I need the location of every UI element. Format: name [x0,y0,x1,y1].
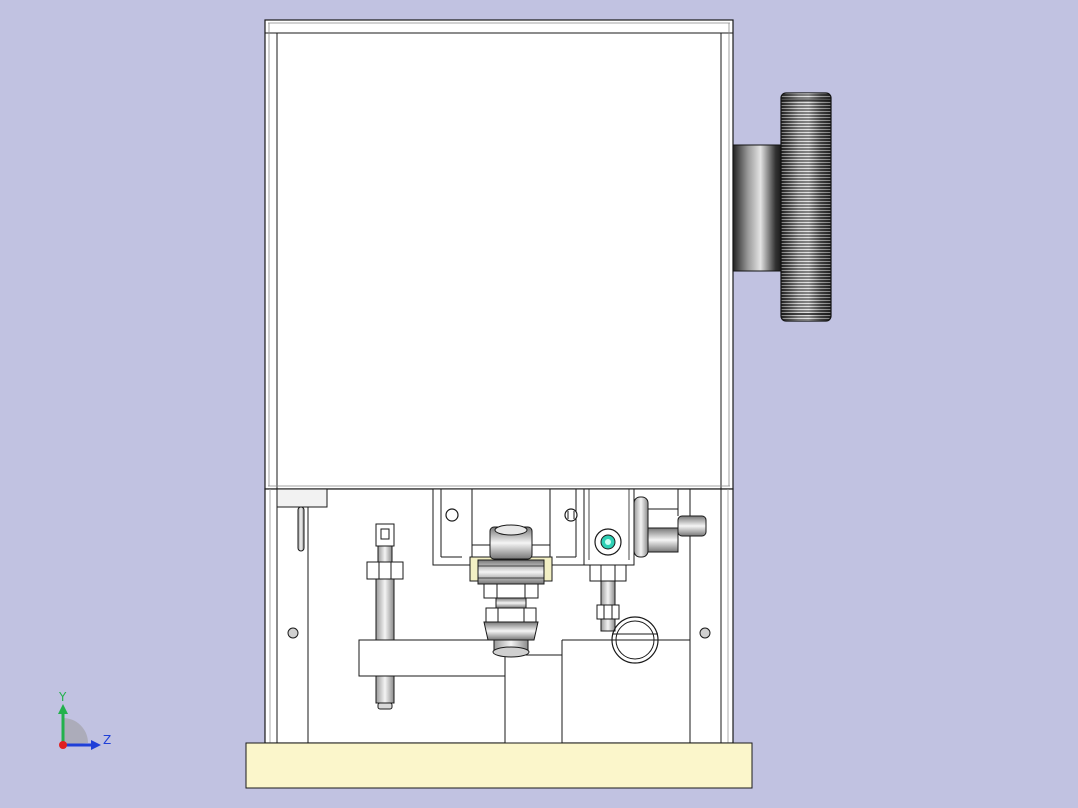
center-connector[interactable] [469,524,553,658]
upper-housing[interactable] [264,19,734,490]
orientation-triad: Y Z [58,690,111,750]
lever-arm [358,639,690,749]
right-fitting[interactable] [583,488,659,664]
z-axis-arrow-icon [91,740,101,750]
y-axis-label: Y [58,690,67,704]
left-tab [276,488,328,552]
z-axis-label: Z [103,733,111,747]
side-stud [633,488,707,558]
base-plate[interactable] [245,742,753,789]
origin-dot-icon [59,741,67,749]
y-axis-arrow-icon [58,704,68,714]
adjustment-knob[interactable] [732,92,832,322]
